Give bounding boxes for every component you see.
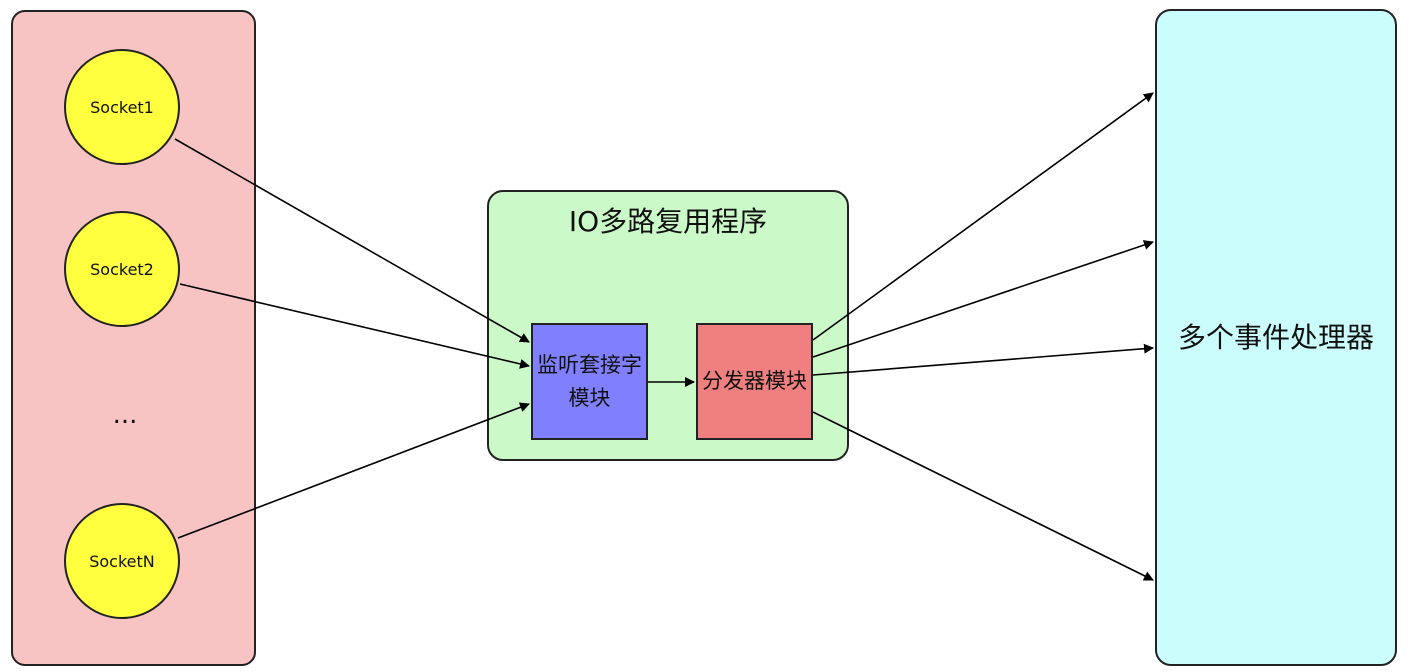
arrow-dispatcher-to-handler-2 bbox=[812, 240, 1154, 358]
event-handlers-box: 多个事件处理器 bbox=[1155, 9, 1397, 666]
socket-2-label: Socket2 bbox=[90, 259, 154, 279]
dispatcher-module-label: 分发器模块 bbox=[702, 369, 807, 393]
socket-n-label: SocketN bbox=[89, 551, 155, 571]
event-handlers-label: 多个事件处理器 bbox=[1177, 320, 1374, 354]
listen-socket-module: 监听套接字模块 bbox=[531, 323, 648, 440]
arrow-dispatcher-to-handler-3 bbox=[812, 343, 1154, 376]
arrow-dispatcher-to-handler-1 bbox=[812, 92, 1154, 341]
socket-ellipsis: ... bbox=[112, 400, 138, 430]
arrow-dispatcher-to-handler-4 bbox=[812, 411, 1154, 581]
dispatcher-module: 分发器模块 bbox=[696, 323, 813, 440]
io-multiplexing-title: IO多路复用程序 bbox=[568, 205, 768, 238]
socket-1-node: Socket1 bbox=[64, 49, 180, 165]
socket-n-node: SocketN bbox=[64, 503, 180, 619]
arrow-socketn-to-listen bbox=[177, 402, 530, 539]
listen-socket-module-label: 监听套接字模块 bbox=[537, 352, 642, 410]
socket-2-node: Socket2 bbox=[64, 211, 180, 327]
socket-1-label: Socket1 bbox=[90, 97, 154, 117]
arrow-socket1-to-listen bbox=[174, 138, 530, 343]
arrow-socket2-to-listen bbox=[179, 283, 530, 369]
